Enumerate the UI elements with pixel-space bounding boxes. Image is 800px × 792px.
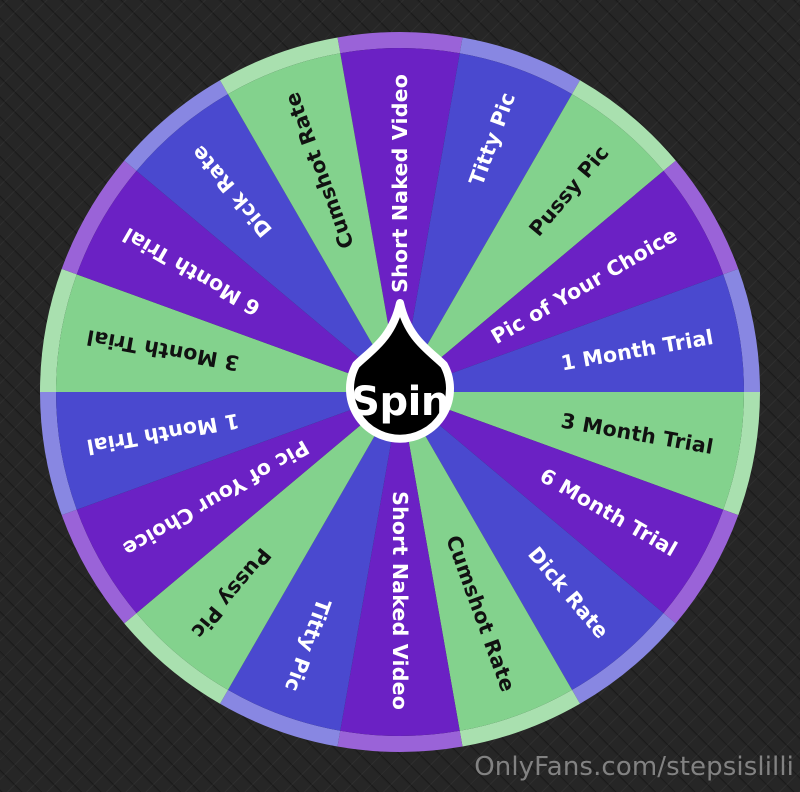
wheel-segment[interactable] xyxy=(136,94,400,393)
wheel-rim-segment xyxy=(723,268,760,392)
wheel-segment[interactable] xyxy=(400,392,572,731)
wheel-rim-segment xyxy=(220,37,341,95)
wheel-rim-segment xyxy=(337,31,463,54)
wheel-rim-segment xyxy=(61,160,137,275)
wheel-segment[interactable] xyxy=(76,170,401,392)
wheel-segment[interactable] xyxy=(400,392,664,690)
wheel-rim-segment xyxy=(124,80,228,171)
wheel-segment[interactable] xyxy=(400,53,572,392)
wheel-rim-segment xyxy=(124,613,228,704)
wheel-rim-segment xyxy=(663,509,739,624)
wheel-outer-rim xyxy=(40,31,760,752)
wheel-segment[interactable] xyxy=(76,392,401,614)
wheel-rim-segment xyxy=(61,509,137,624)
wheel-segment[interactable] xyxy=(228,53,400,392)
spin-label: Spin xyxy=(351,379,449,425)
wheel-segment[interactable] xyxy=(340,392,460,736)
wheel-segment[interactable] xyxy=(340,48,460,393)
watermark-text: OnlyFans.com/stepsislilli xyxy=(474,752,794,782)
wheel-segment[interactable] xyxy=(400,274,744,392)
wheel-segment[interactable] xyxy=(400,392,744,510)
wheel-segment-label: Short Naked Video xyxy=(388,491,412,710)
wheel-segment[interactable] xyxy=(400,392,724,614)
wheel-segment[interactable] xyxy=(228,392,400,731)
wheel-rim-segment xyxy=(459,37,580,95)
wheel-segment-label: Short Naked Video xyxy=(388,74,412,293)
wheel-segment[interactable] xyxy=(56,274,400,392)
wheel-segment[interactable] xyxy=(56,392,400,510)
wheel-rim-segment xyxy=(663,160,739,275)
wheel-rim-segment xyxy=(220,689,341,747)
wheel-rim-segment xyxy=(337,730,463,752)
wheel-rim-segment xyxy=(459,689,580,747)
wheel-segment[interactable] xyxy=(400,94,664,393)
wheel-segment[interactable] xyxy=(136,392,400,690)
spin-button[interactable]: Spin xyxy=(334,299,466,463)
wheel-rim-segment xyxy=(572,613,676,704)
wheel-slices[interactable] xyxy=(56,48,744,736)
wheel-rim-segment xyxy=(572,80,676,171)
wheel-rim-segment xyxy=(723,392,760,516)
wheel-rim-segment xyxy=(40,268,77,392)
wheel-rim-segment xyxy=(40,392,77,516)
wheel-segment[interactable] xyxy=(400,170,724,392)
pointer-teardrop-icon xyxy=(346,299,454,443)
